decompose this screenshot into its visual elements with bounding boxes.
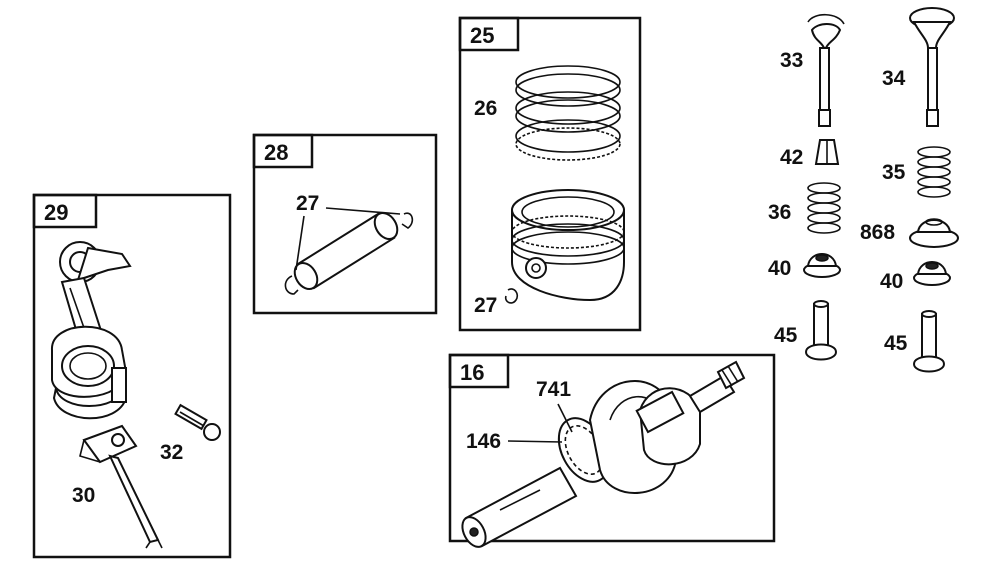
leader-27-right bbox=[325, 207, 401, 215]
label-32: 32 bbox=[160, 441, 183, 464]
piston-rings bbox=[515, 65, 621, 161]
valve-spring-left bbox=[807, 182, 841, 234]
label-27-bottom: 27 bbox=[474, 294, 497, 317]
group-16-box bbox=[448, 353, 776, 543]
leader-27-left bbox=[295, 215, 305, 271]
label-27-top: 27 bbox=[296, 192, 319, 215]
group-28-tag: 28 bbox=[264, 140, 288, 165]
label-30: 30 bbox=[72, 484, 95, 507]
group-29-tag: 29 bbox=[44, 200, 68, 225]
group-16-tag: 16 bbox=[460, 360, 484, 385]
label-42: 42 bbox=[780, 146, 803, 169]
oil-dipper bbox=[79, 424, 163, 549]
valve-rotator bbox=[909, 218, 959, 248]
label-26: 26 bbox=[474, 97, 497, 120]
group-29-box bbox=[32, 193, 232, 559]
piston-pin bbox=[293, 211, 399, 291]
crankshaft bbox=[461, 360, 746, 548]
group-29-tag-box bbox=[32, 193, 98, 229]
connecting-rod bbox=[50, 241, 132, 420]
label-34: 34 bbox=[882, 67, 906, 90]
group-28: 28 27 bbox=[252, 133, 438, 315]
piston bbox=[511, 189, 625, 302]
label-868: 868 bbox=[860, 221, 895, 244]
label-36: 36 bbox=[768, 201, 791, 224]
group-25-tag: 25 bbox=[470, 23, 494, 48]
group-25: 25 26 27 bbox=[458, 16, 642, 332]
piston-clip bbox=[504, 288, 519, 304]
leader-146 bbox=[507, 440, 563, 443]
group-29: 29 30 bbox=[32, 193, 232, 559]
group-16-tag-box bbox=[448, 353, 510, 389]
group-16: 16 741 146 bbox=[448, 353, 776, 548]
pin-retainer-clips bbox=[284, 212, 414, 295]
leader-741 bbox=[557, 403, 573, 433]
valve-spring-right bbox=[917, 146, 951, 198]
label-741: 741 bbox=[536, 378, 571, 401]
label-40-right: 40 bbox=[880, 270, 903, 293]
label-146: 146 bbox=[466, 430, 501, 453]
valve-tappet-left bbox=[804, 300, 838, 361]
group-25-box bbox=[458, 16, 642, 332]
label-35: 35 bbox=[882, 161, 906, 184]
exhaust-valve bbox=[807, 13, 845, 127]
spring-retainer-right bbox=[913, 261, 951, 286]
valve-train: 33 34 42 35 36 868 40 40 45 45 bbox=[768, 7, 959, 373]
label-40-left: 40 bbox=[768, 257, 791, 280]
spring-retainer-left bbox=[803, 253, 841, 278]
valve-tappet-right bbox=[912, 310, 946, 373]
label-33: 33 bbox=[780, 49, 803, 72]
intake-valve bbox=[909, 7, 955, 127]
group-28-box bbox=[252, 133, 438, 315]
group-28-tag-box bbox=[252, 133, 314, 169]
group-25-tag-box bbox=[458, 16, 520, 52]
rod-bolt bbox=[174, 403, 221, 441]
label-45-left: 45 bbox=[774, 324, 798, 347]
label-45-right: 45 bbox=[884, 332, 908, 355]
